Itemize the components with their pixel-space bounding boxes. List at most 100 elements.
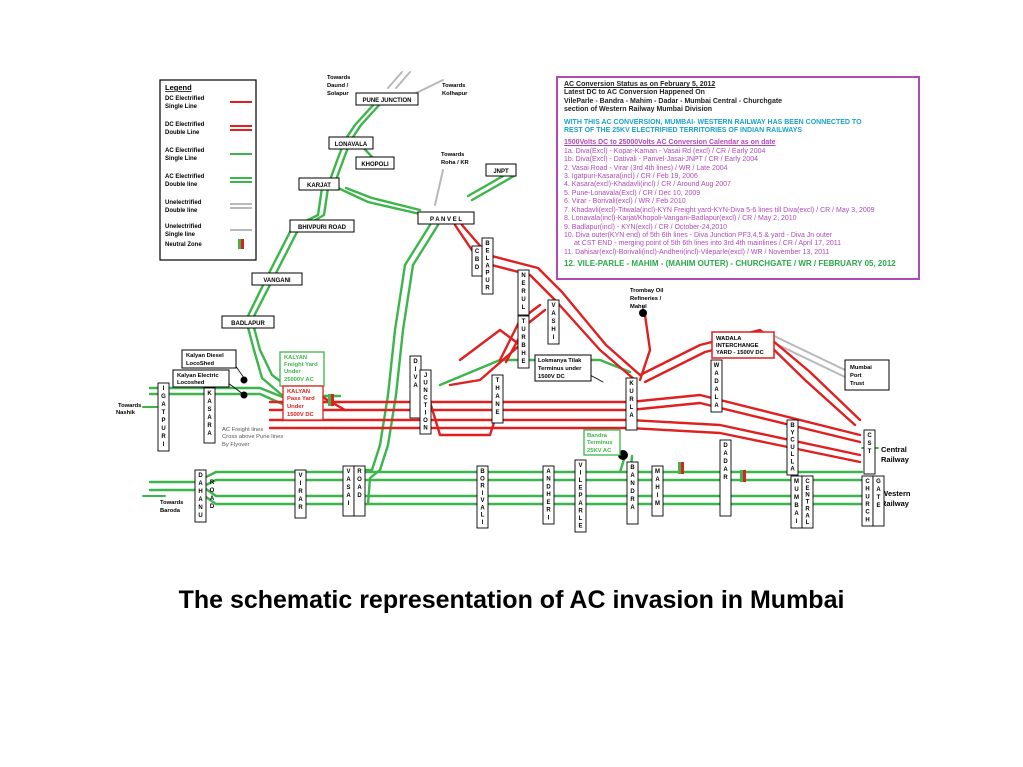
box-karjat: KARJAT (298, 177, 340, 191)
station-box (801, 475, 814, 529)
station-box (574, 459, 587, 533)
legend-label: Double line (165, 182, 198, 188)
svg-text:25KV AC: 25KV AC (587, 448, 612, 454)
svg-text:Kalyan Electric: Kalyan Electric (177, 373, 219, 379)
status-calendar-item: 10. Diva outer(KYN end) of 5th 6th lines… (564, 231, 833, 239)
legend-title: Legend (165, 83, 192, 92)
svg-text:1500V DC: 1500V DC (287, 412, 315, 418)
station-box (651, 465, 664, 517)
station-box (353, 465, 366, 517)
svg-text:KARJAT: KARJAT (307, 183, 331, 189)
box-khopoli: KHOPOLI (355, 156, 395, 170)
station-box (626, 461, 639, 525)
svg-text:Solapur: Solapur (327, 91, 349, 97)
status-calendar-title: 1500Volts DC to 25000Volts AC Conversion… (564, 139, 776, 147)
box-lonavala: LONAVALA (328, 136, 374, 150)
station-box (542, 465, 555, 525)
status-calendar-item: at CST END - merging point of 5th 6th li… (574, 240, 842, 248)
svg-text:P A N V E L: P A N V E L (430, 217, 462, 223)
station-box (476, 465, 489, 529)
svg-text:LONAVALA: LONAVALA (335, 142, 368, 148)
svg-text:Trust: Trust (850, 381, 864, 387)
station-box (710, 359, 723, 413)
station-box (194, 469, 207, 523)
legend-label: Single Line (165, 104, 198, 110)
legend-label: Unelectrified (165, 200, 202, 206)
station-box (517, 269, 530, 316)
status-calendar-list: 1a. Diva(Excl) - Kopar-Kaman - Vasai Rd … (564, 148, 912, 257)
svg-text:KHOPOLI: KHOPOLI (361, 162, 389, 168)
status-calendar-item: 7. Khadavli(excl)-Titwala(incl)-KYN Frei… (564, 206, 875, 214)
legend-label: Single Line (165, 156, 198, 162)
status-calendar-item: 8. Lonavala(incl)-Karjat/Khopoli-Vangani… (564, 215, 797, 223)
status-calendar-item: 5. Pune-Lonavala(Excl) / CR / Dec 10, 20… (564, 189, 701, 197)
svg-text:Terminus: Terminus (587, 440, 613, 446)
box-panvel: P A N V E L (417, 211, 475, 225)
svg-text:Kolhapur: Kolhapur (442, 91, 468, 97)
svg-text:Port: Port (850, 373, 862, 379)
legend-label: AC Electrified (165, 174, 205, 180)
svg-text:Lokmanya Tilak: Lokmanya Tilak (538, 358, 582, 364)
station-box (786, 419, 799, 476)
svg-text:Daund /: Daund / (327, 83, 349, 89)
svg-text:Towards: Towards (160, 500, 183, 506)
diagram-caption: The schematic representation of AC invas… (178, 586, 845, 614)
station-box (547, 299, 560, 345)
station-box (517, 315, 530, 369)
svg-text:Central: Central (881, 445, 907, 454)
box-badlapur: BADLAPUR (221, 315, 275, 329)
svg-text:BADLAPUR: BADLAPUR (231, 321, 265, 327)
trombay-dot (639, 309, 647, 317)
svg-text:KALYAN: KALYAN (284, 355, 307, 361)
station-box (471, 245, 483, 277)
station-box (719, 439, 732, 517)
legend-label: Double Line (165, 130, 200, 136)
svg-text:INTERCHANGE: INTERCHANGE (716, 343, 759, 349)
svg-text:Bandra: Bandra (587, 433, 608, 439)
status-calendar-item: 4. Kasara(excl)-Khadavli(incl) / CR / Ar… (564, 181, 731, 189)
svg-text:Kalyan Diesel: Kalyan Diesel (186, 353, 224, 359)
svg-text:Towards: Towards (441, 152, 464, 158)
